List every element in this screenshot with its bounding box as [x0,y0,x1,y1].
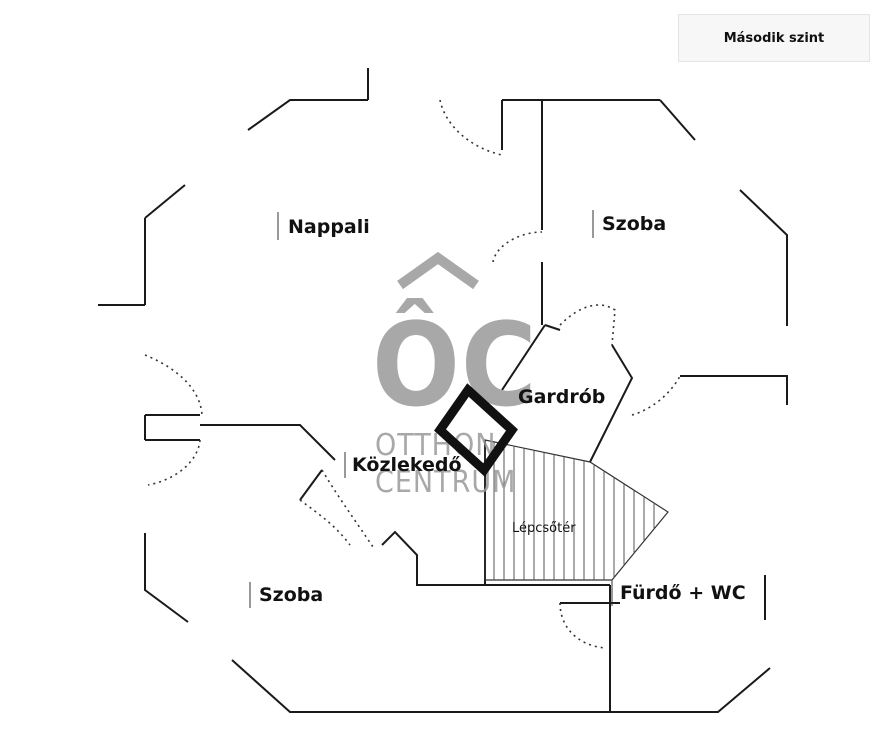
outer-walls [98,68,788,713]
room-nappali: Nappali [288,216,370,238]
room-furdo: Fürdő + WC [620,582,746,604]
room-gardrob: Gardrób [518,386,605,408]
watermark-line2: CENTRUM [375,465,516,500]
roof-icon [397,251,479,290]
room-szoba-bottom: Szoba [259,584,323,606]
room-labels: Nappali Szoba Gardrób Közlekedő Lépcsőté… [249,210,746,608]
staircase-hatch [484,439,669,581]
door-swings [144,99,681,649]
room-kozlekedo: Közlekedő [352,454,462,476]
interior-walls [144,100,788,712]
room-szoba-top: Szoba [602,213,666,235]
floor-title: Második szint [723,30,825,46]
floor-title-box: Második szint [678,14,870,62]
room-lepcsoter: Lépcsőtér [512,521,576,536]
column-icon [434,383,518,477]
